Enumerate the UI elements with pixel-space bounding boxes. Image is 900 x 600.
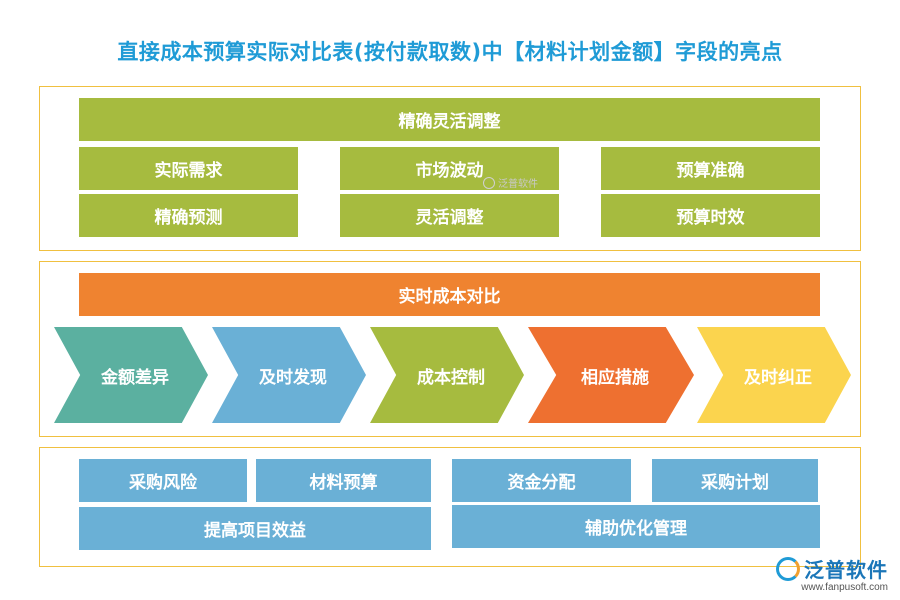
- brand-name: 泛普软件: [804, 558, 888, 582]
- step-timely-discovery: 及时发现: [212, 327, 366, 423]
- step-label: 相应措施: [581, 367, 649, 388]
- item-budget-accuracy: 预算准确: [601, 147, 820, 190]
- step-label: 成本控制: [417, 367, 485, 388]
- page-title: 直接成本预算实际对比表(按付款取数)中【材料计划金额】字段的亮点: [117, 40, 783, 64]
- watermark: 泛普软件: [483, 175, 538, 190]
- section2-header: 实时成本对比: [79, 273, 820, 316]
- item-material-budget: 材料预算: [256, 459, 431, 502]
- watermark-logo-icon: [483, 176, 495, 189]
- step-label: 金额差异: [101, 367, 169, 388]
- item-optimize-management: 辅助优化管理: [452, 505, 820, 548]
- item-budget-timeliness: 预算时效: [601, 194, 820, 237]
- item-fund-allocation: 资金分配: [452, 459, 631, 502]
- fanpu-logo-icon: [776, 556, 800, 581]
- item-purchase-risk: 采购风险: [79, 459, 247, 502]
- item-project-benefit: 提高项目效益: [79, 507, 431, 550]
- step-label: 及时发现: [259, 367, 327, 388]
- item-precise-forecast: 精确预测: [79, 194, 298, 237]
- brand-url: www.fanpusoft.com: [801, 582, 888, 593]
- step-corresponding-measures: 相应措施: [528, 327, 694, 423]
- section1-header: 精确灵活调整: [79, 98, 820, 141]
- step-label: 及时纠正: [744, 367, 812, 388]
- item-purchase-plan: 采购计划: [652, 459, 818, 502]
- item-market-fluctuation: 市场波动: [340, 147, 559, 190]
- watermark-text: 泛普软件: [498, 179, 538, 190]
- brand-logo: 泛普软件: [776, 554, 888, 583]
- item-flexible-adjust: 灵活调整: [340, 194, 559, 237]
- item-actual-demand: 实际需求: [79, 147, 298, 190]
